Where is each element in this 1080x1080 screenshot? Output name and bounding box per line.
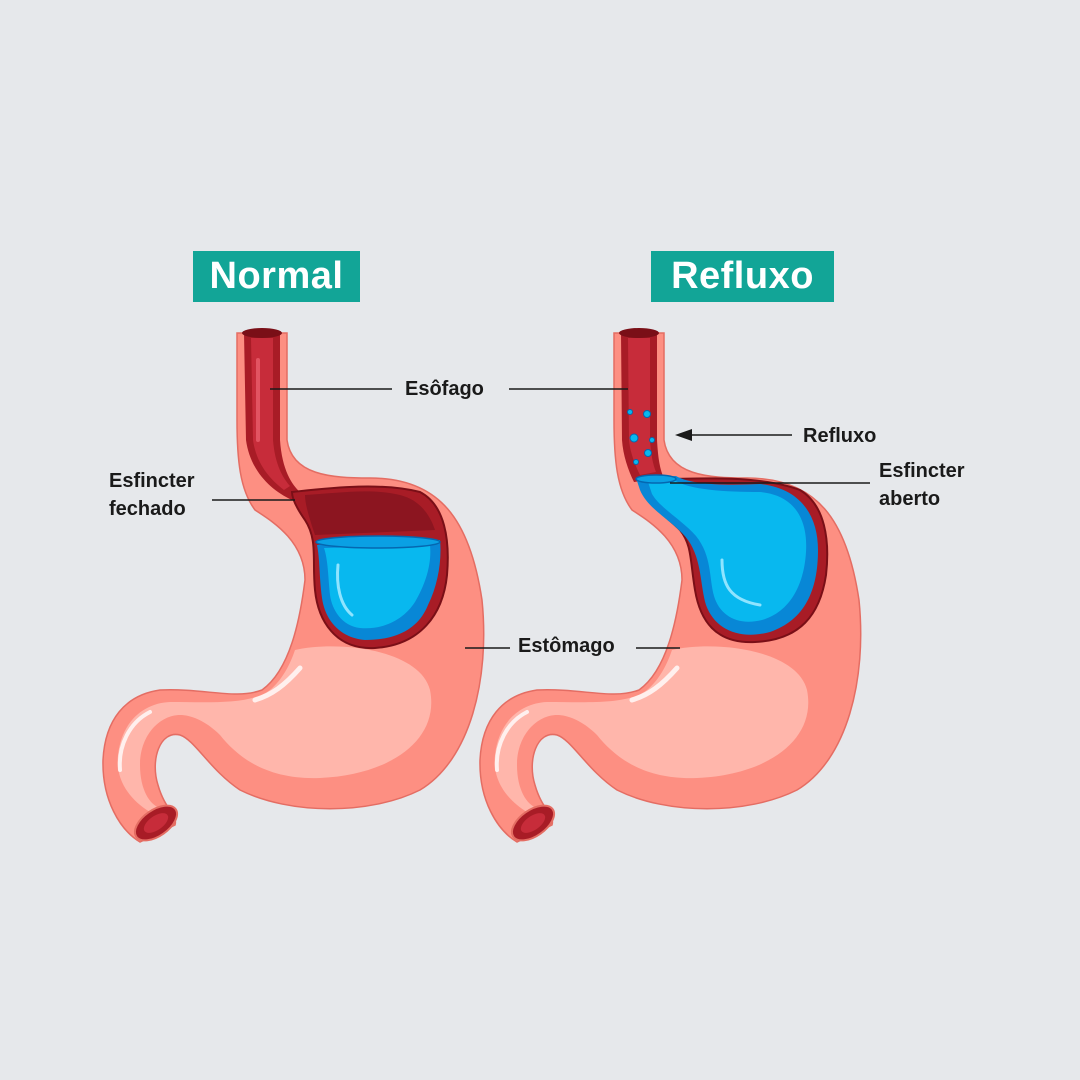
label-esophagus: Esôfago [405,378,484,400]
reflux-droplets [627,409,655,465]
label-sphincter-open-line2: aberto [879,488,941,510]
stomach-reflux [479,328,862,843]
stomach-normal [102,328,485,843]
label-sphincter-closed-line2: fechado [109,498,186,520]
title-reflux: Refluxo [651,251,834,302]
arrow-left-icon [675,429,692,441]
title-normal: Normal [193,251,360,302]
stomach-normal-highlight [117,646,432,812]
label-sphincter-closed-line1: Esfincter [109,470,195,492]
label-stomach: Estômago [518,635,615,657]
stomach-reflux-highlight [494,646,809,812]
label-reflux: Refluxo [803,425,877,447]
label-sphincter-open-line1: Esfincter [879,460,965,482]
